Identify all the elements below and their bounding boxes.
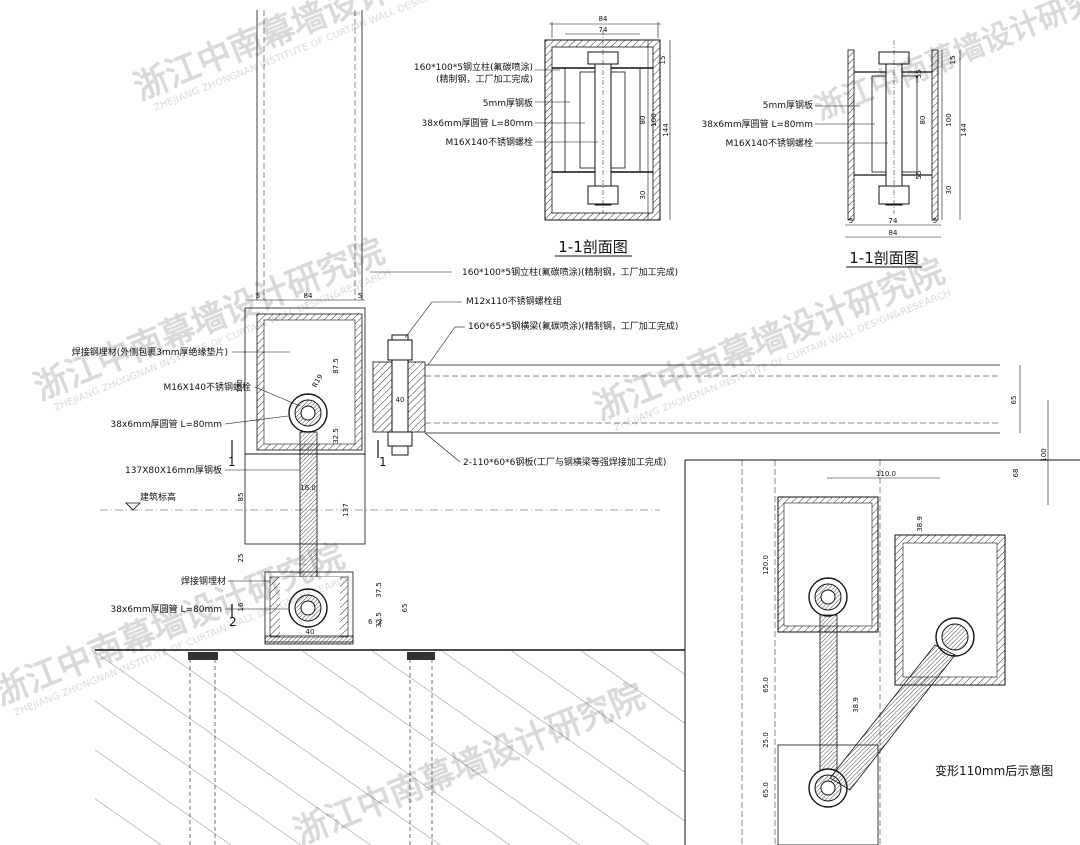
dim-16: 16.0 [300, 484, 316, 492]
section-left-title: 1-1剖面图 [558, 238, 628, 256]
dim-25: 25 [237, 554, 245, 563]
label-arch-level: 建筑标高 [140, 491, 176, 503]
rlabel-steel-plate: 5mm厚钢板 [763, 99, 813, 111]
dim-120: 120 [236, 379, 244, 392]
label-weld-plate: 焊接钢埋材(外侧包裹3mm厚绝缘垫片) [72, 346, 228, 358]
dim-84: 84 [304, 292, 313, 300]
dim-144: 144 [662, 123, 670, 137]
label-bolt-group: M12x110不锈钢螺栓组 [466, 295, 562, 307]
rdim-74: 74 [889, 217, 898, 225]
dim-32b: 32.5 [375, 612, 383, 628]
label-plate137: 137X80X16mm厚钢板 [125, 464, 222, 476]
dim-40b: 40 [306, 628, 315, 636]
rdim-80: 80 [919, 116, 927, 125]
dim-32: 32.5 [332, 428, 340, 444]
dim-5b: 5 [358, 292, 362, 300]
section-right-title: 1-1剖面图 [849, 249, 919, 267]
ddim-389b: 38.9 [852, 697, 860, 713]
dim-65b: 65 [401, 604, 409, 613]
section-mark-1b: 1 [379, 455, 387, 469]
dim-30: 30 [639, 191, 647, 200]
label-weld-embed: 焊接钢埋材 [181, 575, 226, 587]
ddim-389a: 38.9 [916, 516, 924, 532]
rlabel-m16-bolt: M16X140不锈钢螺栓 [725, 137, 813, 149]
dim-87: 87.5 [332, 358, 340, 374]
section-right: 15 80 100 144 30 55 55 5 74 5 84 5mm厚钢板 … [702, 40, 968, 268]
main-detail: 65 68 100 5 84 5 120 87.5 R19 32.5 40 16… [72, 10, 1049, 845]
section-mark-2: 2 [229, 615, 237, 629]
deform-title: 变形110mm后示意图 [935, 763, 1053, 778]
rdim-84: 84 [889, 229, 898, 237]
dim-84: 84 [599, 15, 608, 23]
weld-2: 2 [378, 618, 382, 626]
label-m16: M16X140不锈钢螺栓 [163, 381, 251, 393]
rdim-15: 15 [949, 56, 957, 65]
dim-5a: 5 [256, 292, 260, 300]
section-left: 84 74 15 80 100 144 30 160*100*5钢立柱(氟碳喷涂… [414, 15, 671, 257]
dim-40: 40 [396, 396, 405, 404]
ddim-650b: 65.0 [762, 782, 770, 798]
section-mark-1a: 1 [228, 455, 236, 469]
deform-diagram: 110.0 38.9 120.0 65.0 38.9 25.0 65.0 变形1… [684, 459, 1080, 845]
rdim-5b: 5 [933, 217, 937, 225]
label-plates2: 2-110*60*6钢板(工厂与钢横梁等强焊接加工完成) [463, 456, 666, 468]
dim-100: 100 [1040, 448, 1048, 461]
weld-6: 6 [368, 618, 373, 626]
rdim-100: 100 [945, 113, 953, 126]
rdim-5a: 5 [849, 217, 853, 225]
label-steel-plate: 5mm厚钢板 [483, 97, 533, 109]
dim-16b: 16 [237, 602, 245, 611]
dim-15: 15 [659, 56, 667, 65]
label-column: 160*100*5钢立柱(氟碳喷涂)(精制钢，工厂加工完成) [462, 266, 678, 278]
rdim-55b: 55 [915, 171, 923, 180]
dim-37: 37.5 [375, 582, 383, 598]
rdim-55a: 55 [915, 70, 923, 79]
ddim-120: 120.0 [762, 555, 770, 575]
rdim-30: 30 [945, 186, 953, 195]
ddim-110: 110.0 [876, 470, 896, 478]
dim-68: 68 [1012, 469, 1020, 478]
label-column-spec: 160*100*5钢立柱(氟碳喷涂) [414, 61, 533, 73]
label-column-note: (精制钢，工厂加工完成) [436, 73, 533, 85]
dim-80: 80 [639, 116, 647, 125]
dim-74: 74 [599, 26, 608, 34]
label-tube: 38x6mm厚圆管 L=80mm [111, 418, 222, 430]
label-round-tube: 38x6mm厚圆管 L=80mm [422, 117, 533, 129]
label-beam: 160*65*5钢横梁(氟碳喷涂)(精制钢，工厂加工完成) [468, 320, 678, 332]
dim-100: 100 [650, 113, 658, 126]
dim-85: 85 [237, 493, 245, 502]
dim-65: 65 [1010, 396, 1018, 405]
ddim-250: 25.0 [762, 732, 770, 748]
label-tube2: 38x6mm厚圆管 L=80mm [111, 603, 222, 615]
rdim-144: 144 [960, 123, 968, 137]
rlabel-round-tube: 38x6mm厚圆管 L=80mm [702, 118, 813, 130]
ddim-650a: 65.0 [762, 677, 770, 693]
label-m16-bolt: M16X140不锈钢螺栓 [445, 136, 533, 148]
